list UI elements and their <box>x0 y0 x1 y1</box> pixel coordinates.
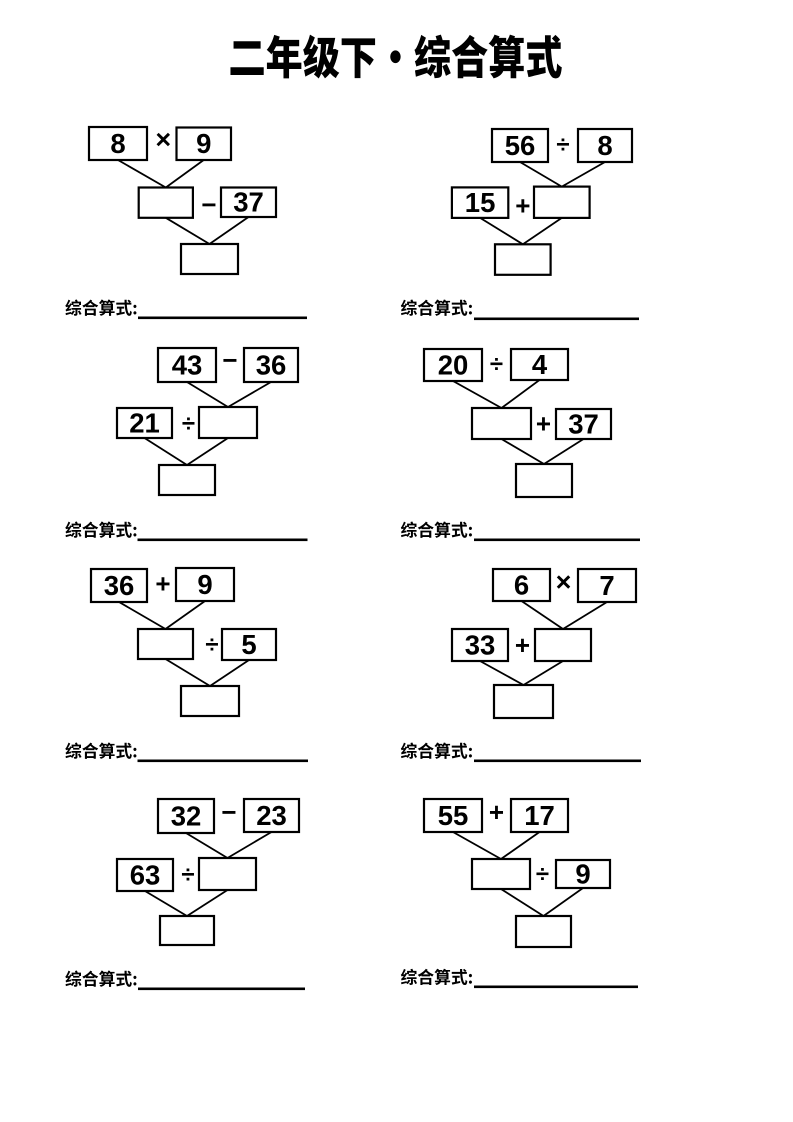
svg-text:×: × <box>155 125 171 155</box>
svg-text:32: 32 <box>171 801 202 832</box>
svg-text:43: 43 <box>172 350 203 381</box>
svg-text:9: 9 <box>197 569 212 600</box>
svg-text:36: 36 <box>256 350 287 381</box>
svg-text:+: + <box>515 630 530 660</box>
svg-text:56: 56 <box>505 130 536 161</box>
svg-text:37: 37 <box>233 187 264 218</box>
svg-text:×: × <box>556 567 572 597</box>
svg-text:55: 55 <box>438 800 469 831</box>
svg-text:÷: ÷ <box>536 861 549 888</box>
svg-text:15: 15 <box>465 187 496 218</box>
svg-text:7: 7 <box>599 570 614 601</box>
svg-text:21: 21 <box>129 408 160 439</box>
svg-text:+: + <box>536 409 551 439</box>
svg-text:37: 37 <box>568 409 599 440</box>
svg-text:8: 8 <box>597 130 612 161</box>
svg-text:8: 8 <box>110 128 125 159</box>
svg-text:33: 33 <box>465 630 496 661</box>
svg-text:4: 4 <box>532 349 548 380</box>
svg-text:+: + <box>155 569 170 599</box>
svg-text:36: 36 <box>104 570 135 601</box>
svg-text:÷: ÷ <box>181 862 194 889</box>
svg-text:÷: ÷ <box>205 632 218 659</box>
svg-text:−: − <box>221 797 236 827</box>
svg-text:5: 5 <box>241 629 256 660</box>
svg-text:9: 9 <box>196 128 211 159</box>
svg-text:+: + <box>489 797 504 827</box>
svg-text:9: 9 <box>575 859 590 890</box>
svg-text:20: 20 <box>438 350 469 381</box>
svg-text:23: 23 <box>256 800 287 831</box>
svg-text:−: − <box>222 345 237 375</box>
svg-text:÷: ÷ <box>182 410 195 437</box>
svg-text:6: 6 <box>514 570 529 601</box>
svg-text:63: 63 <box>130 860 161 891</box>
svg-text:−: − <box>201 190 216 220</box>
svg-text:17: 17 <box>524 800 555 831</box>
svg-text:+: + <box>515 190 530 220</box>
svg-text:÷: ÷ <box>556 132 569 159</box>
svg-text:÷: ÷ <box>490 351 503 378</box>
